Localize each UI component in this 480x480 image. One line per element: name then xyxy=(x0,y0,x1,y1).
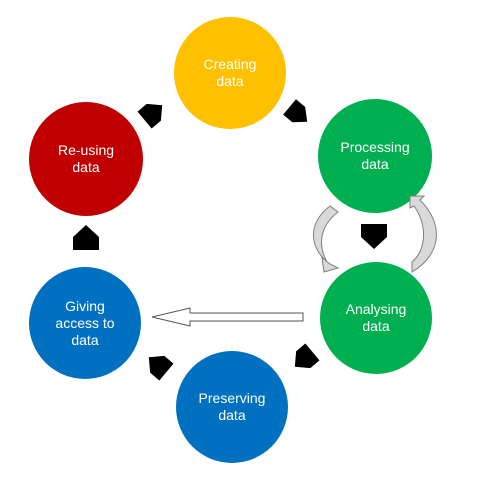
arrow-analysing-to-preserving xyxy=(294,343,320,369)
node-reusing-data: Re-using data xyxy=(29,102,143,216)
curved-loop-arrow-right xyxy=(409,195,437,273)
node-creating-data-label: Creating data xyxy=(203,56,257,89)
arrow-preserving-to-giving xyxy=(148,355,174,381)
curved-loop-arrow-left xyxy=(313,205,340,273)
hollow-arrow-analysing-to-giving-access xyxy=(151,307,304,327)
node-analysing-data-label: Analysing data xyxy=(345,301,407,334)
node-analysing-data: Analysing data xyxy=(320,262,432,374)
node-creating-data: Creating data xyxy=(174,17,286,129)
arrow-reusing-to-creating xyxy=(137,103,163,129)
node-giving-access-data: Giving access to data xyxy=(29,267,141,379)
node-preserving-data-label: Preserving data xyxy=(198,390,266,423)
node-preserving-data: Preserving data xyxy=(176,351,288,463)
arrow-creating-to-processing xyxy=(283,99,308,123)
node-processing-data: Processing data xyxy=(318,99,432,213)
arrow-processing-to-analysing xyxy=(361,224,387,249)
node-processing-data-label: Processing data xyxy=(340,139,410,172)
arrow-giving-to-reusing xyxy=(73,225,99,250)
node-giving-access-data-label: Giving access to data xyxy=(55,297,115,348)
node-reusing-data-label: Re-using data xyxy=(57,142,115,175)
